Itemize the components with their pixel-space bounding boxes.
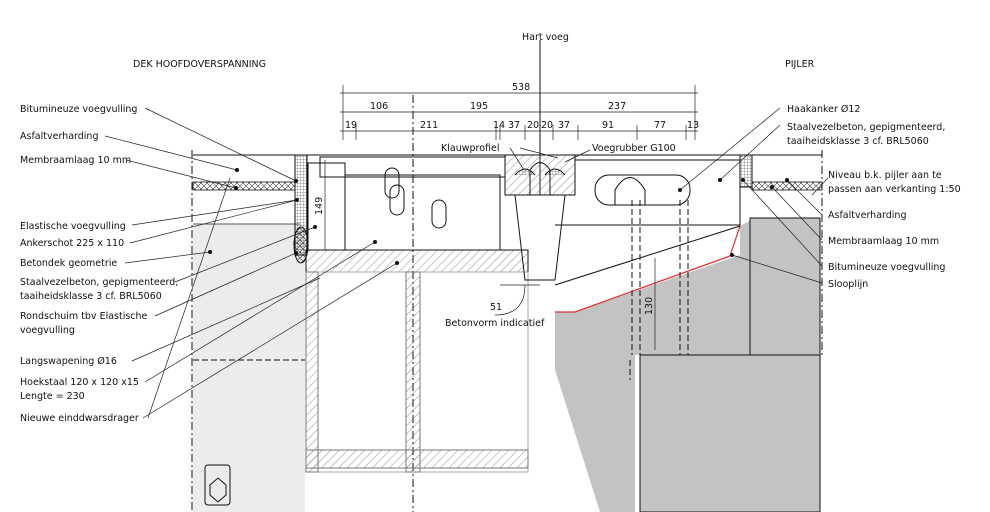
label-slooplijn: Slooplijn: [828, 279, 868, 290]
label-asfalt-r: Asfaltverharding: [828, 210, 907, 221]
label-klauwprofiel: Klauwprofiel: [441, 143, 500, 154]
dim-77: 77: [654, 120, 666, 131]
leader-lines: [104, 107, 829, 419]
label-voegrubber: Voegrubber G100: [592, 143, 676, 154]
label-staalvezel-2: taaiheidsklasse 3 cf. BRL5060: [20, 291, 162, 302]
betondek-area: [193, 224, 305, 512]
label-staalvezel-1: Staalvezelbeton, gepigmenteerd,: [20, 277, 178, 288]
dim-20a: 20: [527, 120, 539, 131]
dim-37a: 37: [508, 120, 520, 131]
label-elastische: Elastische voegvulling: [20, 221, 126, 232]
dimension-lines: [324, 85, 698, 350]
label-haakanker: Haakanker Ø12: [787, 104, 860, 115]
label-bitumineuze: Bitumineuze voegvulling: [20, 104, 137, 115]
dim-130: 130: [644, 297, 655, 315]
dim-20b: 20: [541, 120, 553, 131]
dim-37b: 37: [558, 120, 570, 131]
heading-right: PIJLER: [785, 59, 815, 70]
dim-149: 149: [314, 197, 325, 215]
dim-13: 13: [687, 120, 699, 131]
label-membraam: Membraamlaag 10 mm: [20, 155, 131, 166]
label-hoekstaal: Hoekstaal 120 x 120 x15: [20, 377, 139, 388]
label-niveau-1: Niveau b.k. pijler aan te: [828, 170, 942, 181]
dim-237: 237: [608, 101, 626, 112]
dim-total: 538: [512, 82, 530, 93]
label-rondschuim-1: Rondschuim tbv Elastische: [20, 311, 148, 322]
heading-center: Hart voeg: [522, 32, 569, 43]
dim-19: 19: [345, 120, 357, 131]
leader-dots: [208, 168, 789, 265]
label-staalvezel-r2: taaiheidsklasse 3 cf. BRL5060: [787, 136, 929, 147]
label-betonvorm: Betonvorm indicatief: [445, 318, 545, 329]
label-rondschuim-2: voegvulling: [20, 325, 75, 336]
dim-51: 51: [490, 302, 502, 313]
label-betondek: Betondek geometrie: [20, 258, 117, 269]
label-niveau-2: passen aan verkanting 1:50: [828, 184, 961, 195]
label-membraam-r: Membraamlaag 10 mm: [828, 236, 939, 247]
label-langswapening: Langswapening Ø16: [20, 356, 117, 367]
label-asfalt: Asfaltverharding: [20, 131, 99, 142]
label-ankerschot: Ankerschot 225 x 110: [20, 238, 124, 249]
label-lengte: Lengte = 230: [20, 391, 85, 402]
label-staalvezel-r1: Staalvezelbeton, gepigmenteerd,: [787, 122, 945, 133]
label-einddwarsdrager: Nieuwe einddwarsdrager: [20, 413, 139, 424]
dim-211: 211: [420, 120, 438, 131]
label-bitumineuze-r: Bitumineuze voegvulling: [828, 262, 945, 273]
heading-left: DEK HOOFDOVERSPANNING: [133, 59, 266, 70]
dim-14: 14: [493, 120, 505, 131]
dim-106: 106: [370, 101, 388, 112]
dim-91: 91: [602, 120, 614, 131]
dim-195: 195: [470, 101, 488, 112]
slooplijn-line: [555, 225, 741, 313]
